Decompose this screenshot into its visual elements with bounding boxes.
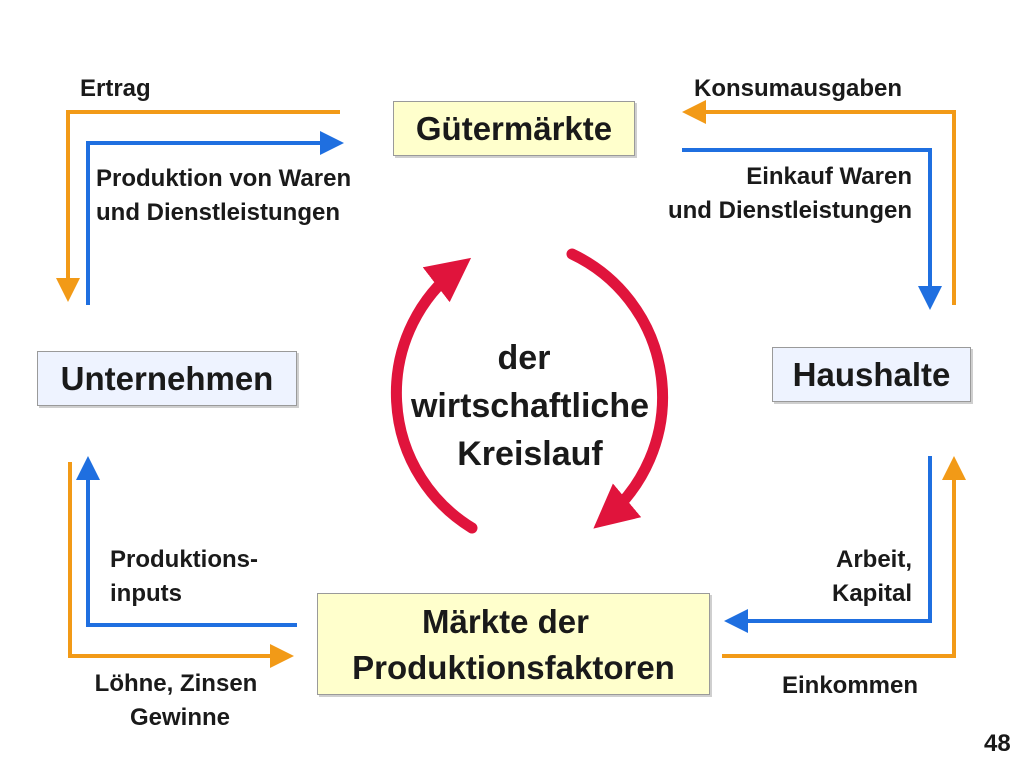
- cycle-arrow-left: [390, 257, 478, 534]
- flow-einkommen-arrow: [722, 456, 966, 658]
- label-einkauf-line2: und Dienstleistungen: [667, 197, 912, 224]
- box-unternehmen-label: Unternehmen: [60, 360, 274, 397]
- center-title: der wirtschaftliche Kreislauf: [380, 334, 680, 478]
- label-arbeit-kapital: Arbeit, Kapital: [760, 543, 912, 611]
- label-konsumausgaben: Konsumausgaben: [694, 75, 903, 102]
- label-ertrag: Ertrag: [80, 75, 151, 102]
- flow-loehne-arrow: [68, 462, 294, 668]
- center-line-3: Kreislauf: [457, 435, 603, 473]
- flow-einkauf-arrow: [682, 148, 942, 310]
- label-einkauf: Einkauf Waren und Dienstleistungen: [610, 160, 912, 228]
- center-line-1: der: [497, 339, 551, 377]
- label-inputs-line2: inputs: [110, 580, 182, 607]
- box-maerkte-label-line2: Produktionsfaktoren: [352, 649, 675, 686]
- label-produktion: Produktion von Waren und Dienstleistunge…: [96, 162, 351, 230]
- box-maerkte-label-line1: Märkte der: [422, 603, 589, 640]
- flow-konsumausgaben-arrow: [682, 100, 956, 305]
- label-arbeit-line2: Kapital: [831, 580, 912, 607]
- flow-arbeit-arrow: [724, 456, 932, 633]
- label-inputs-line1: Produktions-: [110, 546, 258, 573]
- label-einkommen: Einkommen: [782, 672, 919, 699]
- flow-ertrag-arrow: [56, 110, 340, 302]
- label-arbeit-line1: Arbeit,: [835, 546, 912, 573]
- flow-inputs-arrow: [76, 456, 297, 627]
- cycle-arrow-right: [566, 248, 668, 529]
- label-loehne-line1: Löhne, Zinsen: [94, 670, 258, 697]
- box-haushalte: Haushalte: [772, 347, 971, 402]
- label-einkauf-line1: Einkauf Waren: [746, 163, 912, 190]
- box-guetermaerkte-label: Gütermärkte: [415, 110, 613, 147]
- flow-produktion-arrow: [86, 131, 344, 305]
- label-produktion-line2: und Dienstleistungen: [96, 199, 341, 226]
- center-line-2: wirtschaftliche: [410, 387, 650, 425]
- label-produktionsinputs: Produktions- inputs: [110, 543, 258, 611]
- box-guetermaerkte: Gütermärkte: [393, 101, 635, 156]
- page-number: 48: [984, 730, 1011, 757]
- box-unternehmen: Unternehmen: [37, 351, 297, 406]
- box-maerkte-produktionsfaktoren: Märkte der Produktionsfaktoren: [317, 593, 710, 695]
- box-haushalte-label: Haushalte: [792, 356, 951, 393]
- label-loehne: Löhne, Zinsen Gewinne: [60, 667, 300, 735]
- label-loehne-line2: Gewinne: [129, 704, 231, 731]
- label-produktion-line1: Produktion von Waren: [96, 165, 352, 192]
